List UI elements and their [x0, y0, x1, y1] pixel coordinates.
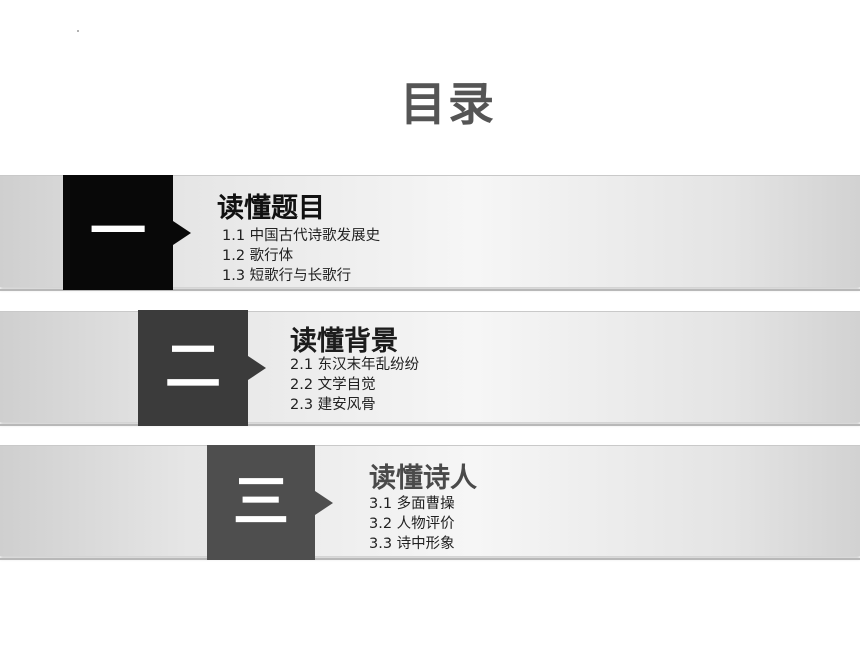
page-title: 目录	[400, 77, 496, 131]
section-title-3: 读懂诗人	[369, 463, 477, 494]
section-number-box-3: 三	[207, 445, 333, 560]
section-item: 1.3 短歌行与长歌行	[222, 268, 352, 284]
section-item: 3.3 诗中形象	[369, 536, 455, 552]
section-item: 3.2 人物评价	[369, 516, 455, 532]
decorative-dot	[77, 30, 79, 32]
section-item: 2.2 文学自觉	[290, 377, 376, 393]
section-numeral-1: 一	[90, 199, 146, 265]
section-item: 2.3 建安风骨	[290, 397, 376, 413]
section-item: 2.1 东汉末年乱纷纷	[290, 357, 420, 373]
section-band-3	[0, 445, 860, 560]
section-numeral-2: 二	[165, 335, 221, 400]
section-item: 3.1 多面曹操	[369, 496, 455, 512]
section-items-3: 3.1 多面曹操 3.2 人物评价 3.3 诗中形象	[369, 494, 455, 554]
section-item: 1.2 歌行体	[222, 248, 294, 264]
section-items-1: 1.1 中国古代诗歌发展史 1.2 歌行体 1.3 短歌行与长歌行	[222, 226, 380, 286]
section-number-box-2: 二	[138, 310, 266, 426]
section-title-1: 读懂题目	[217, 193, 325, 224]
section-number-box-1: 一	[63, 175, 191, 290]
section-numeral-3: 三	[233, 469, 289, 535]
section-item: 1.1 中国古代诗歌发展史	[222, 228, 381, 244]
section-title-2: 读懂背景	[290, 326, 398, 357]
section-items-2: 2.1 东汉末年乱纷纷 2.2 文学自觉 2.3 建安风骨	[290, 355, 419, 415]
section-band-2	[0, 311, 860, 426]
